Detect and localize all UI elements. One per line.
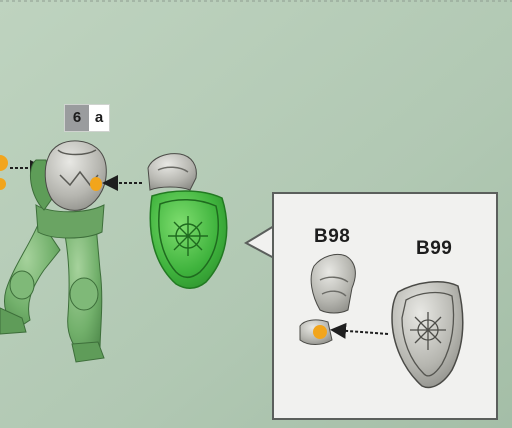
parts-callout-box: B98 B99 [272, 192, 498, 420]
arrow-b99-to-b98 [334, 330, 388, 334]
parts-callout-drawing [274, 194, 496, 418]
step-badge: 6 a [64, 104, 110, 132]
glue-point-torso [90, 177, 102, 191]
part-b99-shield [392, 282, 463, 388]
step-sub-letter: a [89, 105, 109, 131]
step-number: 6 [65, 105, 89, 131]
shoulder-pad-assembled [148, 154, 196, 190]
glue-point-b98 [313, 325, 327, 339]
